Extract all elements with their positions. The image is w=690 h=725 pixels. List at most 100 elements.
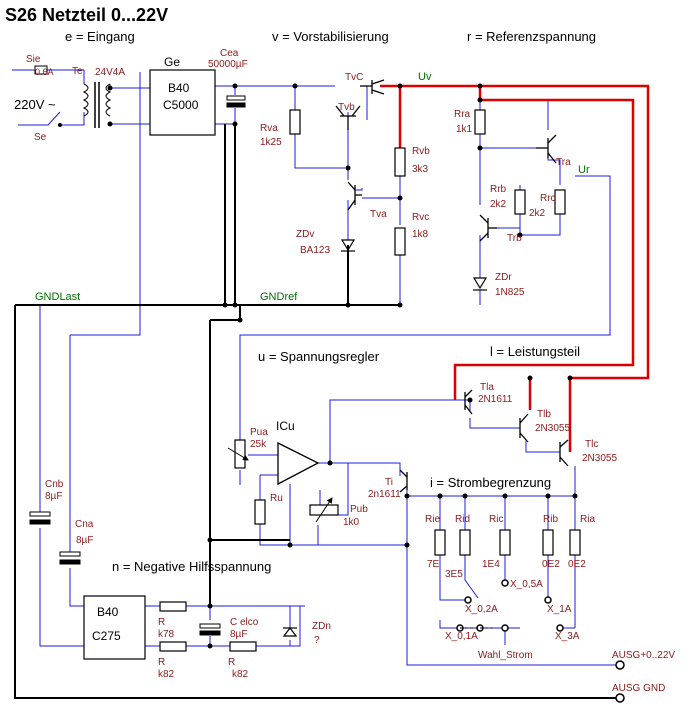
resistor-ria — [569, 529, 581, 556]
net-gndlast: GNDLast — [35, 291, 81, 303]
value-cna: 8µF — [76, 535, 94, 546]
label-tla: Tla — [480, 382, 494, 393]
section-leistung: l = Leistungsteil — [490, 344, 580, 359]
resistor-rrb — [514, 189, 526, 215]
value-sie: 0.6A — [35, 67, 54, 77]
value-rvb: 3k3 — [412, 164, 429, 175]
value-tlc: 2N3055 — [582, 453, 618, 464]
c275-label: C275 — [92, 629, 121, 643]
resistor-r-k78 — [159, 601, 187, 612]
switch-x05[interactable]: X_0,5A — [510, 579, 543, 590]
value-rva: 1k25 — [260, 137, 282, 148]
value-rib: 0E2 — [542, 559, 560, 570]
capacitor-cea — [226, 95, 246, 108]
section-regler: u = Spannungsregler — [258, 349, 380, 364]
label-ti: Ti — [385, 477, 393, 488]
value-rie: 7E — [427, 559, 440, 570]
value-cea: 50000µF — [208, 59, 248, 70]
label-se: Se — [34, 132, 47, 143]
ge-type-2: C5000 — [163, 98, 199, 112]
junction-dots — [107, 83, 578, 649]
value-pua: 25k — [250, 439, 267, 450]
capacitor-celco — [199, 623, 221, 629]
transformer-te — [82, 82, 112, 128]
label-ru: Ru — [270, 493, 283, 504]
value-te: 24V4A — [95, 67, 126, 78]
pot-pua — [234, 439, 246, 469]
transistor-tla — [464, 389, 473, 415]
label-cnb: Cnb — [45, 479, 64, 490]
label-r-k82-left: R — [158, 657, 166, 668]
label-zdr: ZDr — [495, 272, 512, 283]
transistor-tlc — [559, 439, 569, 467]
section-negativ: n = Negative Hilfsspannung — [112, 559, 272, 574]
opamp-icu — [277, 441, 320, 486]
label-ria: Ria — [580, 514, 596, 525]
section-vorstab: v = Vorstabilisierung — [272, 29, 389, 44]
current-switch-contacts — [456, 579, 625, 703]
page-title: S26 Netzteil 0...22V — [5, 5, 169, 25]
value-zdn: ? — [314, 635, 320, 646]
resistor-rib — [542, 529, 554, 556]
transistor-tvb — [335, 105, 361, 130]
net-gndref: GNDref — [260, 291, 298, 303]
transistor-tra — [536, 134, 557, 164]
value-ria: 0E2 — [568, 559, 586, 570]
value-r-k82-left: k82 — [158, 669, 175, 680]
label-cna: Cna — [75, 519, 94, 530]
label-rva: Rva — [260, 123, 278, 134]
label-ge: Ge — [164, 55, 181, 69]
label-tvc: TvC — [345, 72, 364, 83]
resistor-rvc — [394, 227, 406, 256]
resistor-ru — [254, 499, 266, 525]
label-tra: Tra — [556, 157, 571, 168]
label-te: Te — [72, 66, 83, 77]
terminal-ausg-gnd: AUSG GND — [612, 683, 666, 694]
transistor-trb — [479, 214, 497, 242]
transistor-tlb — [519, 413, 529, 443]
transistor-tvc — [360, 79, 385, 95]
value-zdr: 1N825 — [495, 287, 525, 298]
switch-x02[interactable]: X_0,2A — [465, 604, 498, 615]
resistor-ric — [499, 529, 511, 556]
resistor-rie — [434, 529, 446, 556]
label-rid: Rid — [455, 514, 471, 525]
label-rrc: Rrc — [540, 193, 556, 204]
value-celco: 8µF — [230, 629, 248, 640]
terminal-ausg-plus: AUSG+0..22V — [612, 650, 676, 661]
switch-x1[interactable]: X_1A — [547, 604, 572, 615]
positive-rail — [380, 84, 650, 452]
label-r-k82-right: R — [228, 657, 236, 668]
net-uv: Uv — [418, 71, 432, 83]
value-pub: 1k0 — [343, 517, 360, 528]
value-rra: 1k1 — [456, 124, 473, 135]
pua-wiper — [227, 447, 249, 461]
value-rrb: 2k2 — [490, 199, 507, 210]
value-ric: 1E4 — [482, 559, 500, 570]
zener-zdn — [282, 627, 298, 637]
ground-wires — [14, 124, 618, 699]
switch-x01[interactable]: X_0,1A — [445, 631, 478, 642]
label-rvb: Rvb — [412, 146, 430, 157]
label-icu: ICu — [276, 419, 295, 433]
value-cnb: 8µF — [45, 491, 63, 502]
label-sie: Sie — [26, 54, 41, 65]
label-rra: Rra — [454, 109, 471, 120]
label-rib: Rib — [543, 514, 559, 525]
label-r-k78: R — [158, 617, 166, 628]
switch-x3[interactable]: X_3A — [555, 631, 580, 642]
signal-wires — [12, 69, 620, 666]
switch-se-contact — [58, 123, 62, 127]
resistor-rra — [474, 109, 486, 135]
label-rie: Rie — [425, 514, 441, 525]
resistor-rva — [289, 109, 301, 135]
b40-label: B40 — [97, 605, 119, 619]
label-pub: Pub — [350, 504, 368, 515]
value-rrc: 2k2 — [529, 208, 546, 219]
section-strom: i = Strombegrenzung — [430, 475, 552, 490]
value-tla: 2N1611 — [478, 394, 513, 405]
label-zdn: ZDn — [312, 621, 331, 632]
label-zdv: ZDv — [296, 229, 315, 240]
value-r-k78: k78 — [158, 629, 175, 640]
